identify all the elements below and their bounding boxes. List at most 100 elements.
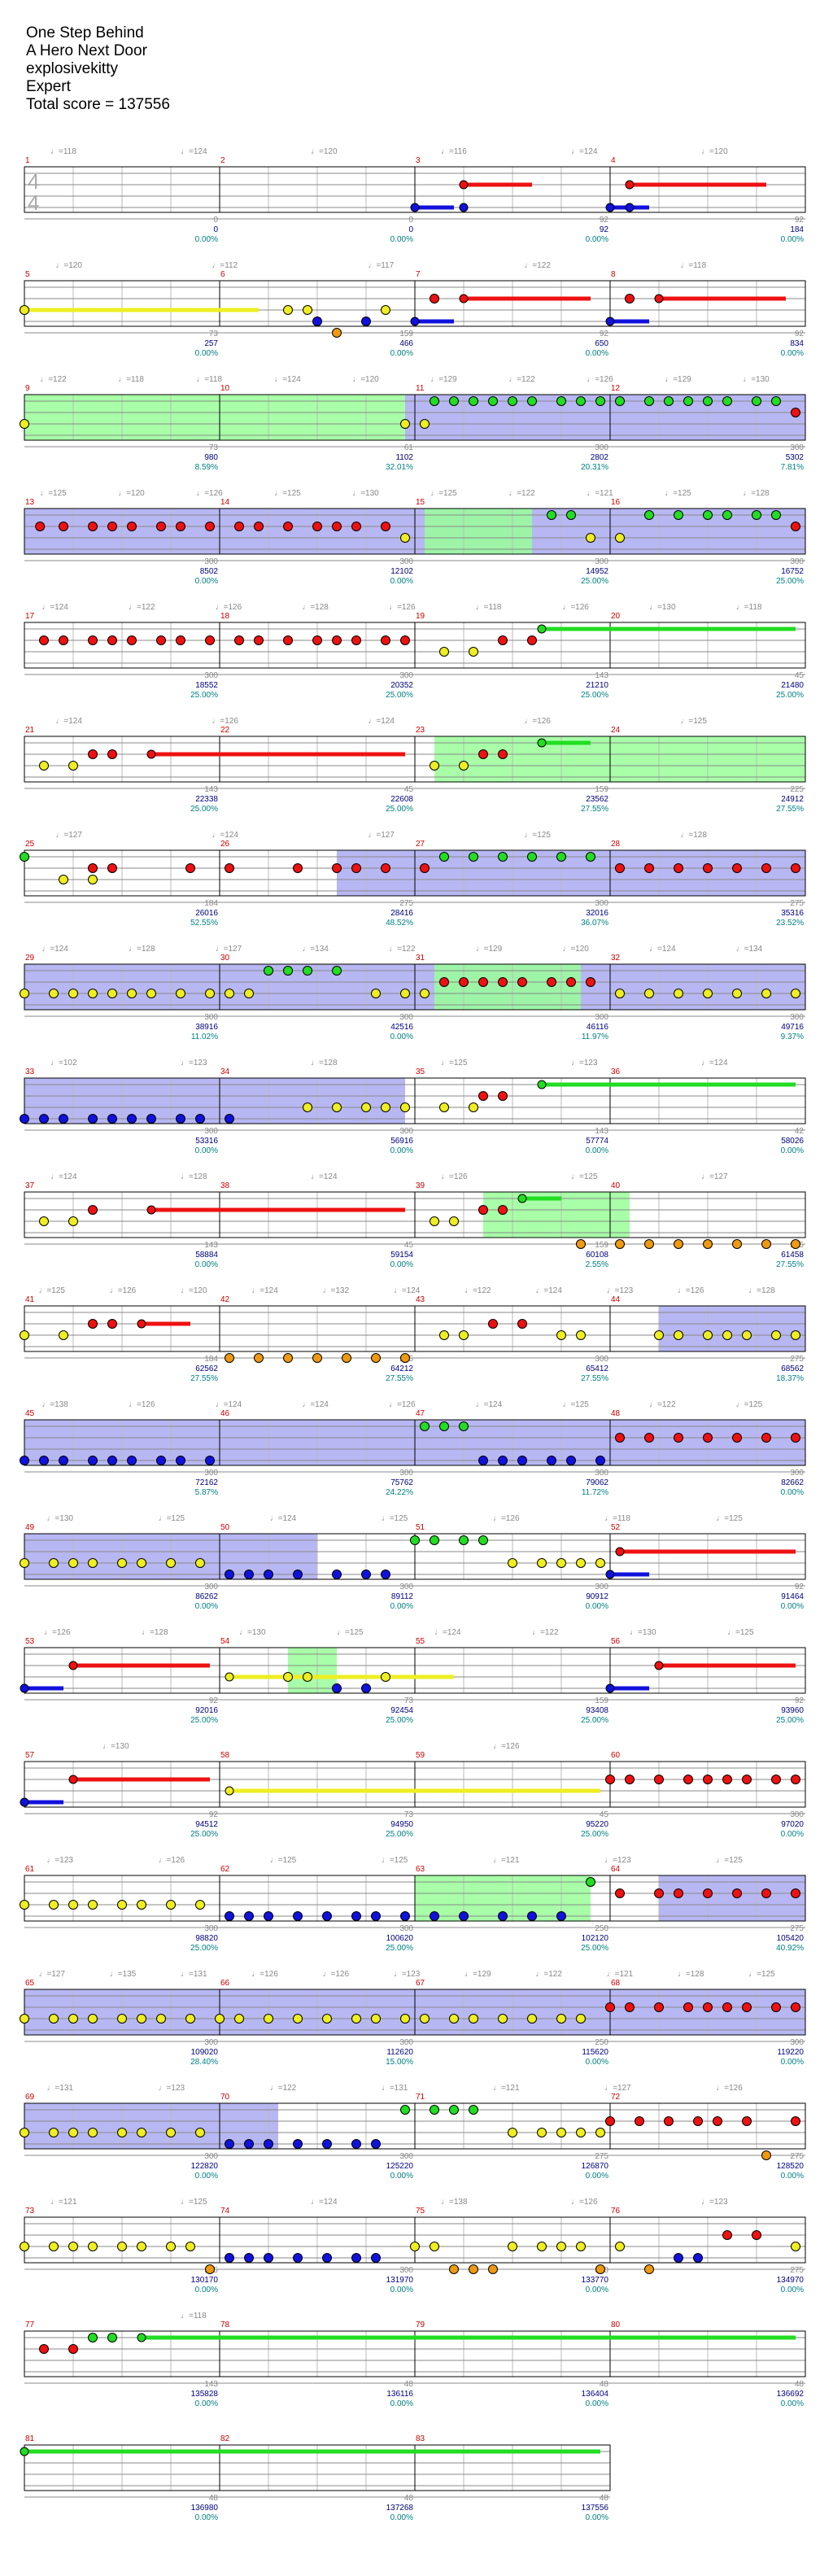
note-gem: [166, 1558, 176, 1568]
note-gem: [137, 2242, 146, 2251]
note-gem: [127, 1114, 137, 1124]
measure-score: 122820: [191, 2162, 219, 2171]
note-gem: [430, 396, 439, 406]
note-gem: [498, 2014, 508, 2024]
tempo-marker: ♩=122: [270, 2084, 297, 2093]
note-gem: [225, 2253, 234, 2263]
note-gem: [644, 2264, 654, 2274]
tempo-marker: ♩=131: [382, 2084, 408, 2093]
tempo-marker: ♩=120: [181, 1286, 207, 1295]
tempo-marker: ♩=117: [368, 261, 394, 270]
measure-percent: 0.00%: [781, 349, 804, 358]
tempo-marker: ♩=121: [607, 1970, 634, 1979]
note-gem: [283, 966, 293, 976]
note-gem: [361, 1683, 371, 1693]
note-gem: [576, 1239, 586, 1249]
note-gem: [703, 989, 713, 998]
note-gem: [498, 1205, 508, 1215]
note-gem: [68, 2344, 78, 2354]
tempo-marker: ♩=128: [743, 489, 770, 498]
tempo-marker: ♩=126: [159, 1856, 185, 1865]
measure-score: 60108: [586, 1251, 608, 1260]
note-gem: [20, 1683, 29, 1693]
measure-value: 92: [600, 330, 609, 338]
note-gem: [527, 1911, 537, 1921]
measure-number: 59: [416, 1751, 425, 1760]
measure-score: 105420: [777, 1934, 805, 1943]
note-gem: [107, 1319, 117, 1329]
note-gem: [635, 2116, 644, 2126]
tempo-marker: ♩=118: [196, 375, 222, 384]
measure-score: 35316: [781, 909, 804, 918]
note-gem: [20, 1900, 29, 1910]
note-gem: [722, 1330, 732, 1340]
tempo-marker: ♩=125: [716, 1514, 743, 1523]
note-gem: [400, 419, 410, 429]
note-gem: [420, 1421, 430, 1431]
note-gem: [361, 1102, 371, 1112]
measure-value: 92: [600, 216, 609, 225]
tempo-marker: ♩=112: [212, 261, 238, 270]
tempo-marker: ♩=128: [311, 1059, 338, 1068]
measure-score: 94950: [390, 1820, 413, 1829]
note-gem: [430, 2242, 439, 2251]
note-gem: [68, 2014, 78, 2024]
measure-score: 56916: [390, 1137, 413, 1146]
note-gem: [88, 1558, 98, 1568]
measure-percent: 0.00%: [390, 349, 413, 358]
note-gem: [556, 1911, 566, 1921]
note-gem: [137, 2333, 146, 2342]
note-gem: [244, 1570, 254, 1579]
note-gem: [400, 1353, 410, 1363]
note-gem: [20, 2014, 29, 2024]
measure-value: 300: [399, 2152, 413, 2161]
note-gem: [420, 2014, 430, 2024]
measure-percent: 0.00%: [390, 2172, 413, 2181]
note-gem: [107, 635, 117, 645]
measure-score: 133770: [582, 2276, 609, 2285]
measure-score: 57774: [586, 1137, 608, 1146]
tempo-marker: ♩=122: [389, 945, 416, 954]
measure-value: 143: [204, 785, 218, 794]
measure-value: 300: [399, 1013, 413, 1022]
note-gem: [488, 1319, 498, 1329]
note-gem: [88, 2128, 98, 2137]
measure-number: 41: [25, 1295, 35, 1304]
note-gem: [225, 1114, 234, 1124]
tempo-marker: ♩=128: [678, 1970, 704, 1979]
measure-number: 17: [25, 612, 35, 621]
note-gem: [117, 1900, 127, 1910]
note-gem: [20, 989, 29, 998]
measure-score: 12102: [390, 567, 413, 576]
note-gem: [332, 863, 342, 873]
measure-score: 95220: [586, 1820, 608, 1829]
measure-percent: 5.87%: [195, 1488, 218, 1497]
tempo-marker: ♩=120: [562, 945, 589, 954]
tempo-marker: ♩=125: [736, 1400, 763, 1409]
measure-percent: 25.00%: [190, 1944, 218, 1953]
note-gem: [205, 2264, 215, 2274]
measure-score: 93960: [781, 1706, 804, 1715]
note-gem: [576, 396, 586, 406]
measure-score: 8502: [200, 567, 219, 576]
note-gem: [39, 1114, 49, 1124]
note-gem: [88, 1456, 98, 1465]
measure-value: 73: [404, 1810, 414, 1819]
note-gem: [430, 2105, 439, 2115]
measure-percent: 0.00%: [195, 1602, 218, 1611]
measure-score: 21210: [586, 681, 608, 690]
measure-percent: 27.55%: [386, 1374, 413, 1383]
note-gem: [20, 2128, 29, 2137]
tempo-marker: ♩=125: [727, 1628, 754, 1637]
measure-percent: 0.00%: [195, 235, 218, 244]
note-gem: [605, 2002, 615, 2012]
note-gem: [146, 989, 156, 998]
note-gem: [556, 2014, 566, 2024]
tempo-marker: ♩=127: [604, 2084, 631, 2093]
measure-score: 59154: [390, 1251, 413, 1260]
measure-value: 159: [399, 330, 413, 338]
measure-score: 134970: [777, 2276, 805, 2285]
note-gem: [312, 317, 322, 326]
artist-name: A Hero Next Door: [26, 42, 147, 59]
tempo-marker: ♩=124: [41, 945, 68, 954]
